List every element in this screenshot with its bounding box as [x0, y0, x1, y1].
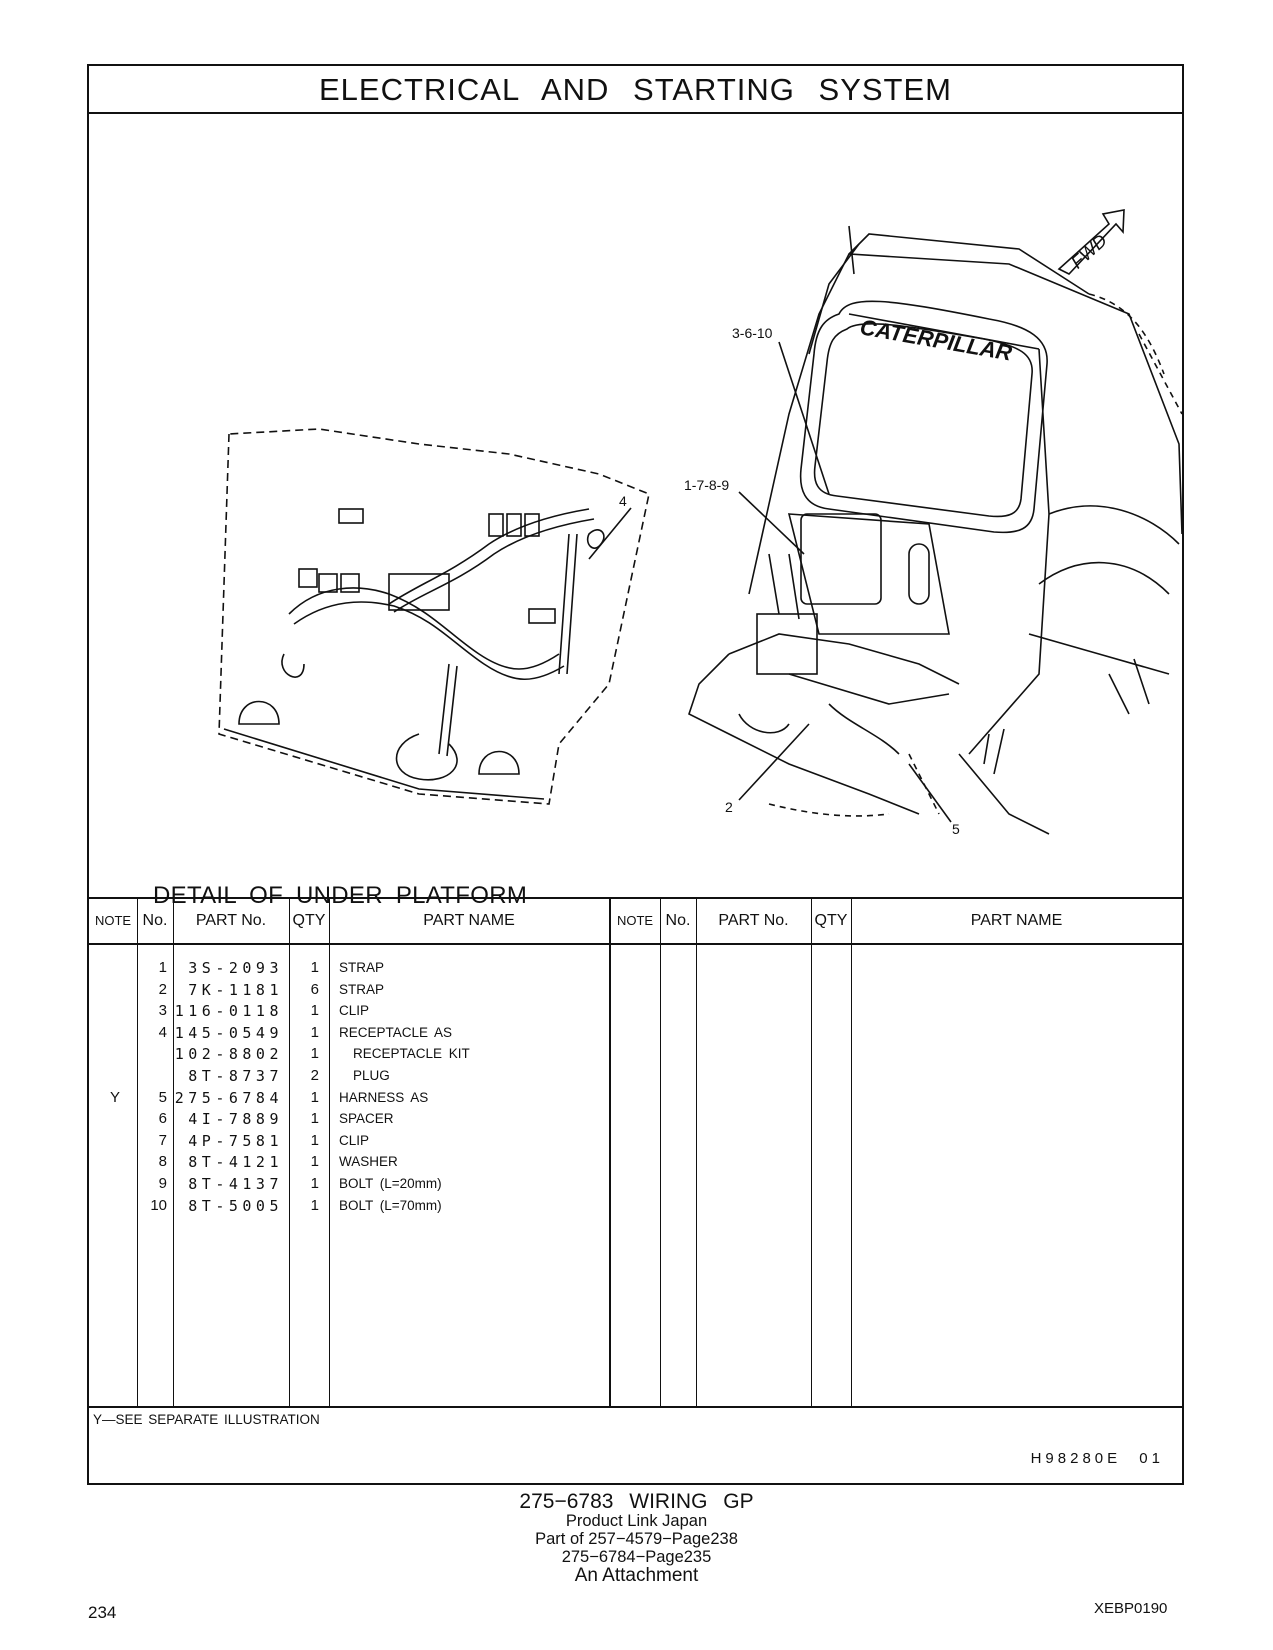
table-row: 2 7K-1181 6 STRAP [89, 979, 609, 1001]
table-row: 102-8802 1 RECEPTACLE KIT [89, 1043, 609, 1065]
row-qty: 1 [310, 1131, 319, 1149]
row-number: 6 [158, 1110, 167, 1128]
row-qty: 1 [310, 1023, 319, 1041]
row-part-no: 8T-4121 [188, 1153, 283, 1172]
table-row: 8 8T-4121 1 WASHER [89, 1151, 609, 1173]
row-part-name: PLUG [353, 1068, 390, 1083]
table-header [89, 899, 1182, 945]
row-part-no: 8T-5005 [188, 1196, 283, 1215]
row-note: Y [109, 1088, 120, 1106]
row-qty: 1 [310, 959, 319, 976]
caption-line-4: 275−6784−Page235 [561, 1548, 712, 1566]
row-part-no: 8T-8737 [188, 1067, 283, 1085]
callout-4: 4 [619, 493, 627, 509]
table-row: 9 8T-4137 1 BOLT (L=20mm) [89, 1173, 609, 1195]
header-qty-2: QTY [814, 912, 848, 929]
page-title: ELECTRICAL AND STARTING SYSTEM [89, 66, 1182, 114]
row-part-name: CLIP [339, 1132, 370, 1148]
row-number: 7 [158, 1131, 167, 1149]
row-qty: 1 [310, 1110, 319, 1128]
footnote: Y—SEE SEPARATE ILLUSTRATION [93, 1412, 320, 1427]
row-part-name: STRAP [339, 981, 385, 997]
parts-table: NOTE No. PART No. QTY PART NAME NOTE No.… [89, 897, 1182, 1407]
row-part-name: SPACER [339, 1111, 394, 1127]
row-number: 8 [158, 1153, 167, 1171]
row-number: 5 [158, 1088, 167, 1106]
row-part-no: 8T-4137 [188, 1175, 283, 1193]
header-qty: QTY [292, 912, 326, 929]
row-qty: 6 [310, 980, 319, 998]
row-number: 3 [158, 1002, 167, 1020]
row-part-name: STRAP [339, 960, 385, 975]
table-row: 7 4P-7581 1 CLIP [89, 1130, 609, 1152]
parts-page-frame: ELECTRICAL AND STARTING SYSTEM [87, 64, 1184, 1485]
row-part-no: 4P-7581 [188, 1131, 283, 1150]
row-qty: 1 [310, 1088, 319, 1106]
table-row: 10 8T-5005 1 BOLT (L=70mm) [89, 1195, 609, 1217]
header-part-name: PART NAME [423, 912, 515, 929]
row-part-name: RECEPTACLE KIT [353, 1046, 470, 1062]
row-part-name: BOLT (L=70mm) [339, 1197, 442, 1213]
header-no: No. [142, 912, 168, 929]
row-number: 1 [158, 959, 167, 976]
row-part-name: RECEPTACLE AS [339, 1024, 453, 1040]
row-part-name: HARNESS AS [339, 1089, 429, 1105]
row-qty: 2 [310, 1067, 319, 1084]
caption-line-5: An Attachment [574, 1565, 699, 1586]
table-row: 1 3S-2093 1 STRAP [89, 957, 609, 979]
row-number: 2 [158, 980, 167, 998]
header-note-2: NOTE [616, 913, 654, 928]
header-no-2: No. [665, 912, 691, 929]
parts-illustration: 3-6-10 1-7-8-9 4 2 5 FWD CATERPILLAR DET… [89, 114, 1182, 909]
row-part-no: 102-8802 [174, 1045, 283, 1064]
table-row: 3 116-0118 1 CLIP [89, 1000, 609, 1022]
row-part-name: WASHER [339, 1154, 398, 1170]
illustration-code: H98280E 01 [1030, 1450, 1164, 1467]
table-row: 4 145-0549 1 RECEPTACLE AS [89, 1022, 609, 1044]
callout-5: 5 [952, 821, 960, 837]
row-qty: 1 [310, 1175, 319, 1192]
table-row: Y 5 275-6784 1 HARNESS AS [89, 1087, 609, 1109]
row-part-no: 116-0118 [174, 1002, 283, 1021]
row-qty: 1 [310, 1153, 319, 1171]
header-note: NOTE [94, 913, 132, 928]
document-code: XEBP0190 [1094, 1600, 1168, 1617]
header-part-name-2: PART NAME [970, 912, 1063, 929]
detail-caption: DETAIL OF UNDER PLATFORM [153, 882, 528, 909]
wiring-illustration: 3-6-10 1-7-8-9 4 2 5 FWD CATERPILLAR [218, 209, 1182, 837]
caption-line-3: Part of 257−4579−Page238 [535, 1530, 738, 1548]
brand-label: CATERPILLAR [858, 314, 1014, 365]
row-part-no: 145-0549 [174, 1023, 283, 1042]
row-part-no: 4I-7889 [188, 1110, 283, 1129]
table-row: 6 4I-7889 1 SPACER [89, 1108, 609, 1130]
row-part-name: CLIP [339, 1003, 370, 1019]
row-number: 10 [150, 1196, 167, 1214]
callout-1-7-8-9: 1-7-8-9 [684, 477, 729, 493]
row-part-no: 3S-2093 [188, 959, 283, 977]
row-part-no: 7K-1181 [188, 980, 283, 999]
row-part-name: BOLT (L=20mm) [339, 1176, 442, 1191]
header-part-no-2: PART No. [718, 912, 789, 929]
row-part-no: 275-6784 [174, 1088, 283, 1107]
callout-3-6-10: 3-6-10 [732, 325, 773, 341]
row-qty: 1 [310, 1002, 319, 1020]
table-row: 8T-8737 2 PLUG [89, 1065, 609, 1087]
row-number: 4 [158, 1023, 167, 1041]
callout-2: 2 [725, 799, 733, 815]
header-part-no: PART No. [195, 912, 267, 929]
row-qty: 1 [310, 1196, 319, 1214]
row-number: 9 [158, 1175, 167, 1192]
group-title: 275−6783 WIRING GP [519, 1490, 754, 1513]
caption-line-2: Product Link Japan [565, 1512, 708, 1530]
page-number: 234 [88, 1603, 117, 1622]
row-qty: 1 [310, 1045, 319, 1063]
